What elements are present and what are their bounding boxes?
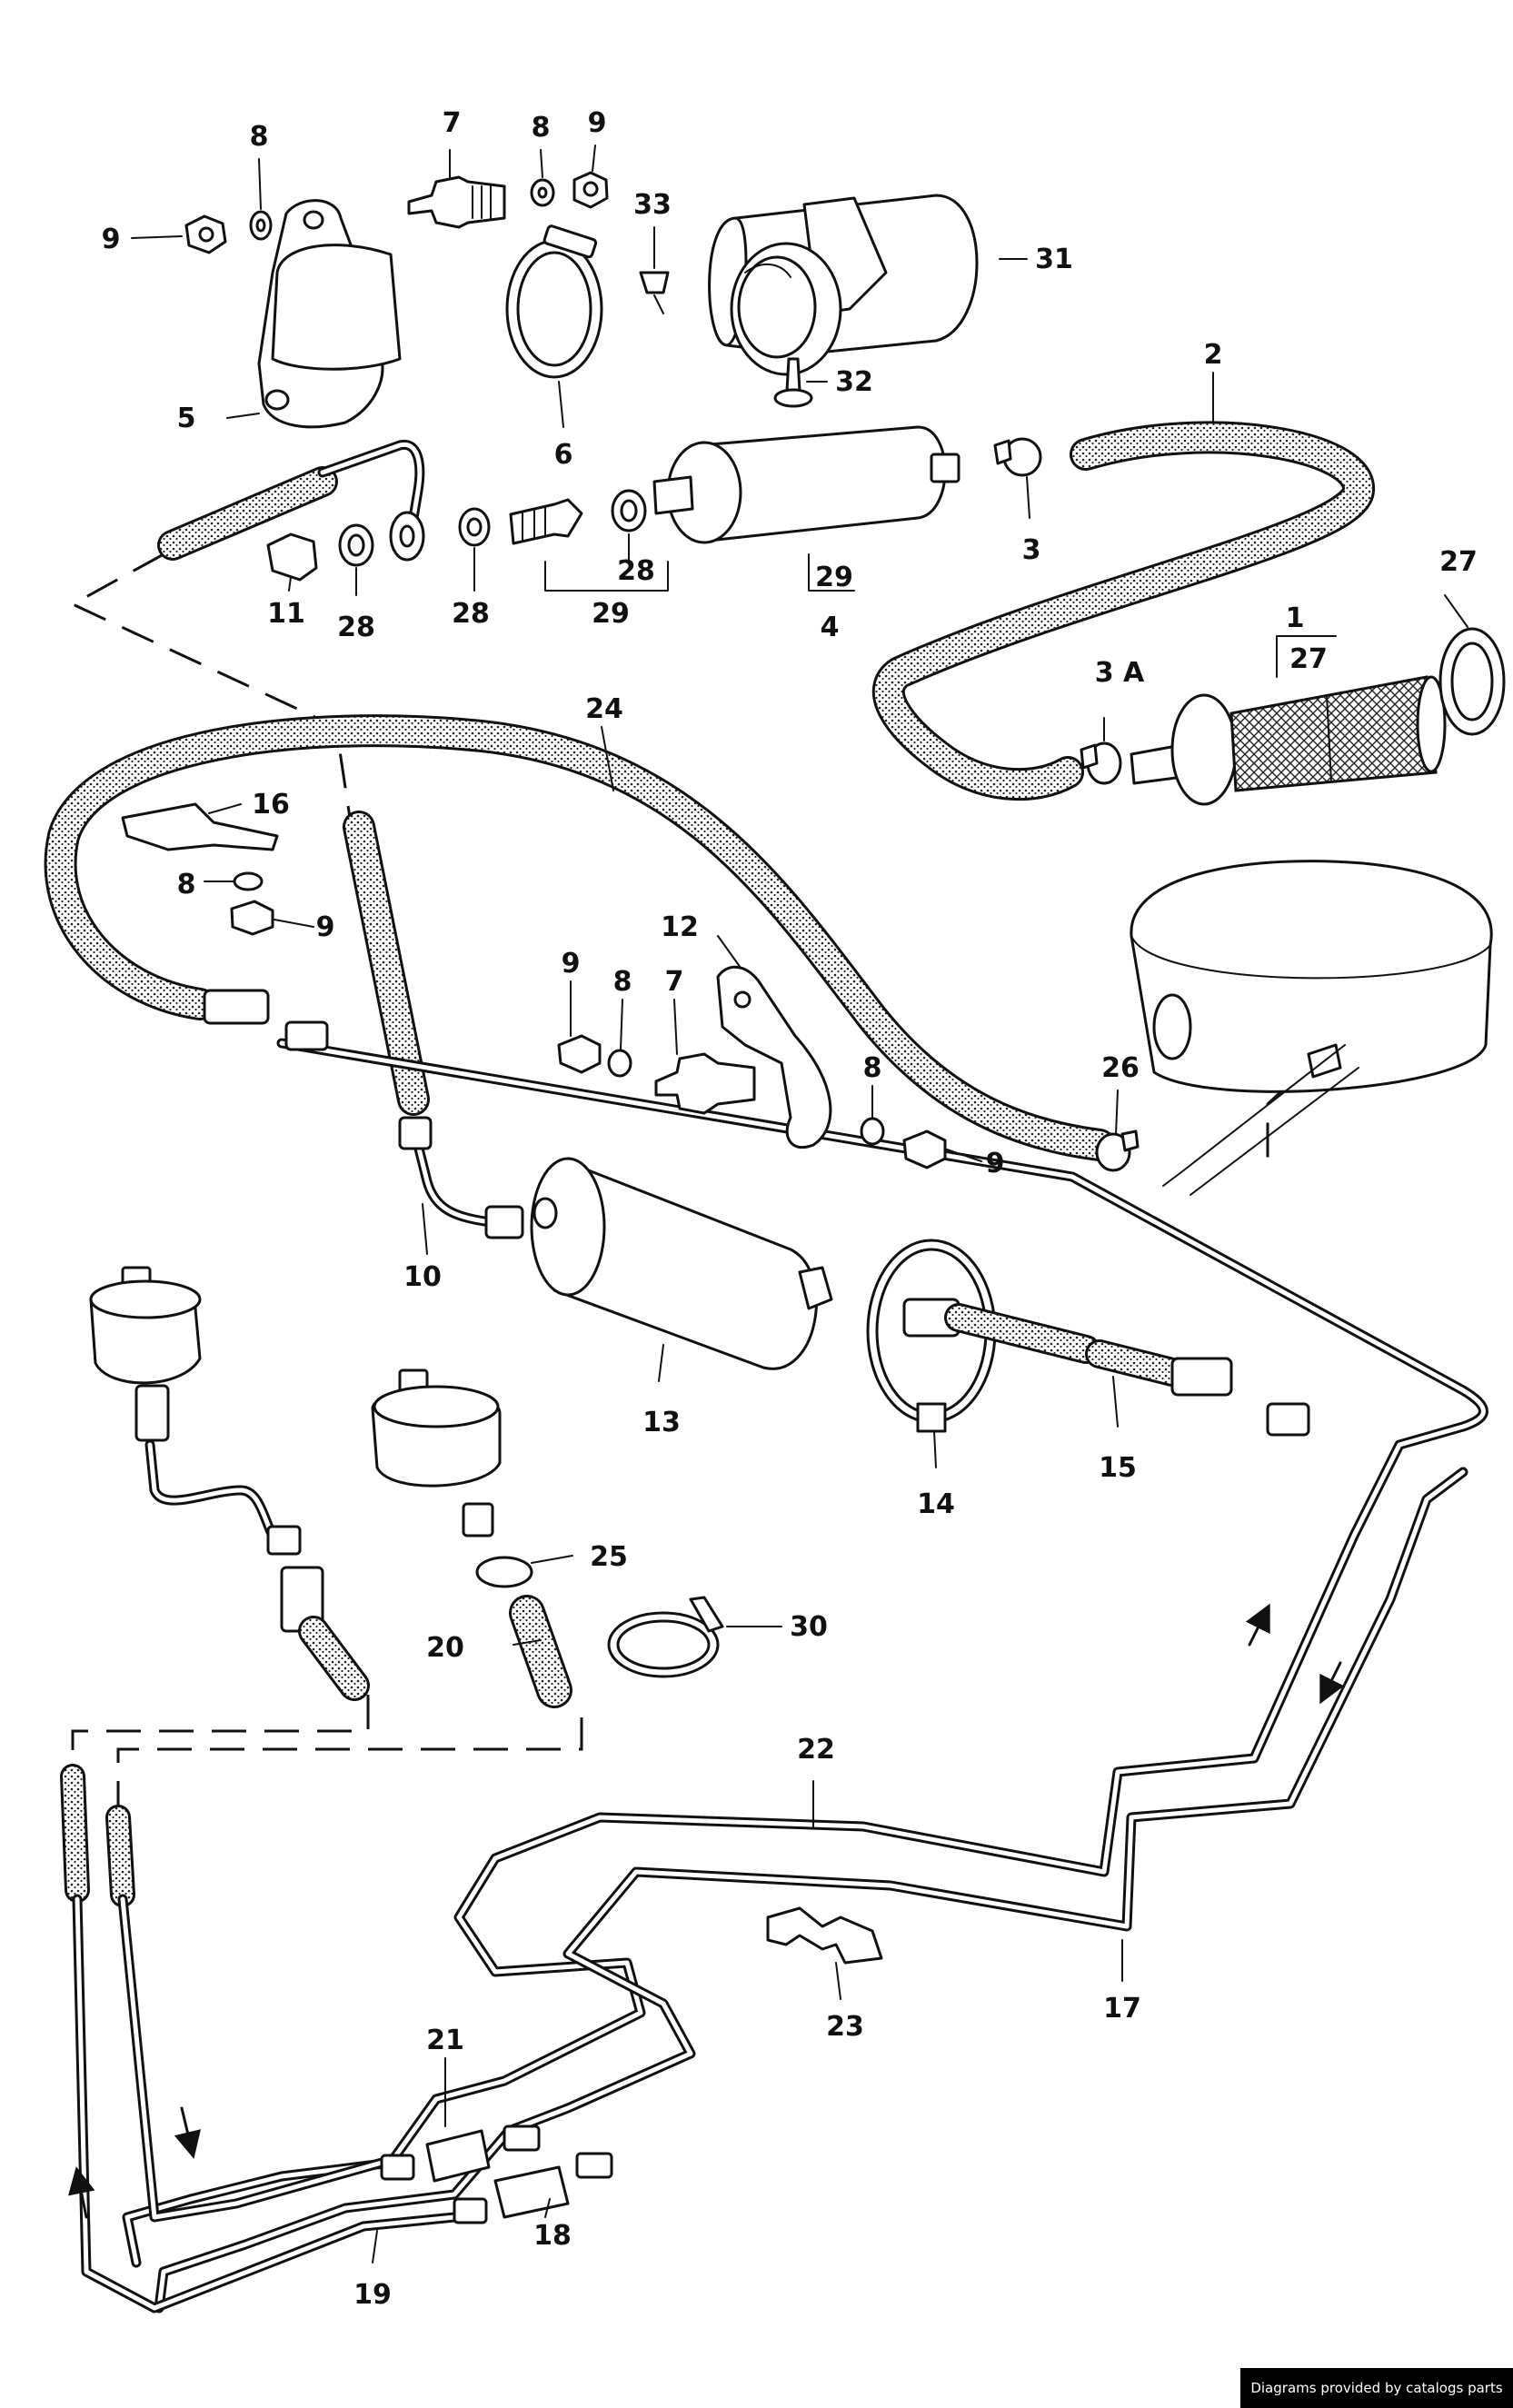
- clamp-6: [505, 224, 603, 379]
- callout-31: 31: [1035, 244, 1073, 275]
- callout-14: 14: [917, 1488, 955, 1520]
- callout-9-top: 9: [588, 107, 607, 139]
- callout-labels: 1 27 2 3 3 A 4 29 5 6 7 7 8 8 8 8 8 9 9 …: [102, 107, 1478, 2311]
- pressure-regulator-right: [371, 1368, 572, 1708]
- callout-4: 4: [821, 612, 840, 643]
- callout-3: 3: [1022, 534, 1041, 566]
- callout-7-middle: 7: [665, 966, 684, 998]
- fitting-row-28-29: [266, 489, 647, 582]
- callout-21: 21: [426, 2025, 464, 2056]
- clamp-30: [607, 1596, 724, 1678]
- flow-arrows: [67, 1603, 1345, 2219]
- callout-11: 11: [267, 598, 305, 630]
- hose-2: [871, 421, 1375, 801]
- hose-24-coupling: [203, 989, 329, 1051]
- callout-18: 18: [533, 2220, 572, 2252]
- hose-15-assembly: [902, 1298, 1310, 1437]
- seal-27: [1438, 627, 1506, 736]
- callout-28-center: 28: [452, 598, 490, 630]
- top-nuts-washers: [184, 171, 609, 254]
- callout-9-middle: 9: [562, 948, 581, 980]
- callout-32: 32: [835, 366, 873, 398]
- callout-25: 25: [590, 1541, 628, 1573]
- callout-2: 2: [1204, 339, 1223, 371]
- bracket-12-set: [557, 965, 947, 1169]
- callout-6: 6: [554, 439, 573, 471]
- hose-clamp-3a: [1080, 741, 1122, 785]
- hose-24: [44, 714, 1116, 1161]
- callout-33: 33: [633, 189, 672, 221]
- callout-16: 16: [252, 789, 290, 821]
- callout-12: 12: [661, 911, 699, 943]
- callout-17: 17: [1103, 1993, 1141, 2025]
- callout-30: 30: [790, 1611, 828, 1643]
- fuel-line-19: [60, 1764, 460, 2313]
- fuel-tank-outline: [1130, 860, 1493, 1196]
- callout-26: 26: [1101, 1052, 1140, 1084]
- clip-23: [766, 1906, 883, 1965]
- callout-10: 10: [403, 1261, 442, 1293]
- callout-20: 20: [426, 1632, 464, 1664]
- fuel-strainer-1: [1130, 675, 1447, 806]
- fuel-filter-4: [652, 425, 961, 544]
- callout-8-left: 8: [177, 869, 196, 901]
- callout-27-seal: 27: [1439, 546, 1478, 578]
- callout-28-right: 28: [617, 555, 655, 587]
- bracket-16-set: [121, 802, 279, 936]
- hose-11-assembly: [157, 439, 425, 562]
- hose-clamp-26: [1095, 1129, 1140, 1172]
- leader-lines: [131, 144, 1468, 2264]
- pressure-regulator-left: [89, 1266, 370, 1701]
- screw-33: [639, 271, 670, 314]
- callout-8-middle: 8: [613, 966, 632, 998]
- callout-24: 24: [585, 693, 623, 725]
- fuel-filter-13: [530, 1157, 833, 1370]
- callout-23: 23: [826, 2011, 864, 2043]
- callout-9-right: 9: [986, 1148, 1005, 1179]
- callout-22: 22: [797, 1734, 835, 1766]
- callout-27-upper: 27: [1289, 643, 1328, 675]
- callout-9-left: 9: [316, 911, 335, 943]
- callout-13: 13: [642, 1407, 681, 1438]
- callout-29-filter: 29: [815, 562, 853, 593]
- callout-15: 15: [1099, 1452, 1137, 1484]
- callout-5: 5: [177, 403, 196, 434]
- pump-bracket-5: [257, 199, 402, 429]
- callout-9-top-left: 9: [102, 224, 121, 255]
- callout-8-right: 8: [863, 1052, 882, 1084]
- callout-1: 1: [1286, 602, 1305, 634]
- credit-footer: Diagrams provided by catalogs parts: [1240, 2368, 1513, 2408]
- connector-7-top: [407, 175, 506, 229]
- callout-29-fitting: 29: [592, 598, 630, 630]
- hose-10-assembly: [343, 811, 524, 1239]
- callout-28-left: 28: [337, 612, 375, 643]
- screw-32: [773, 357, 813, 408]
- callout-19: 19: [353, 2279, 392, 2311]
- callout-8-top: 8: [532, 112, 551, 144]
- connector-18: [453, 2152, 613, 2224]
- connector-21: [380, 2124, 541, 2183]
- fuel-line-17-22: [122, 1038, 1488, 2313]
- hose-clamp-3: [993, 437, 1042, 477]
- callout-7-top: 7: [443, 107, 462, 139]
- fuel-pump-31: [708, 194, 979, 376]
- callout-8-top-left: 8: [250, 121, 269, 153]
- callout-3a: 3 A: [1095, 657, 1145, 689]
